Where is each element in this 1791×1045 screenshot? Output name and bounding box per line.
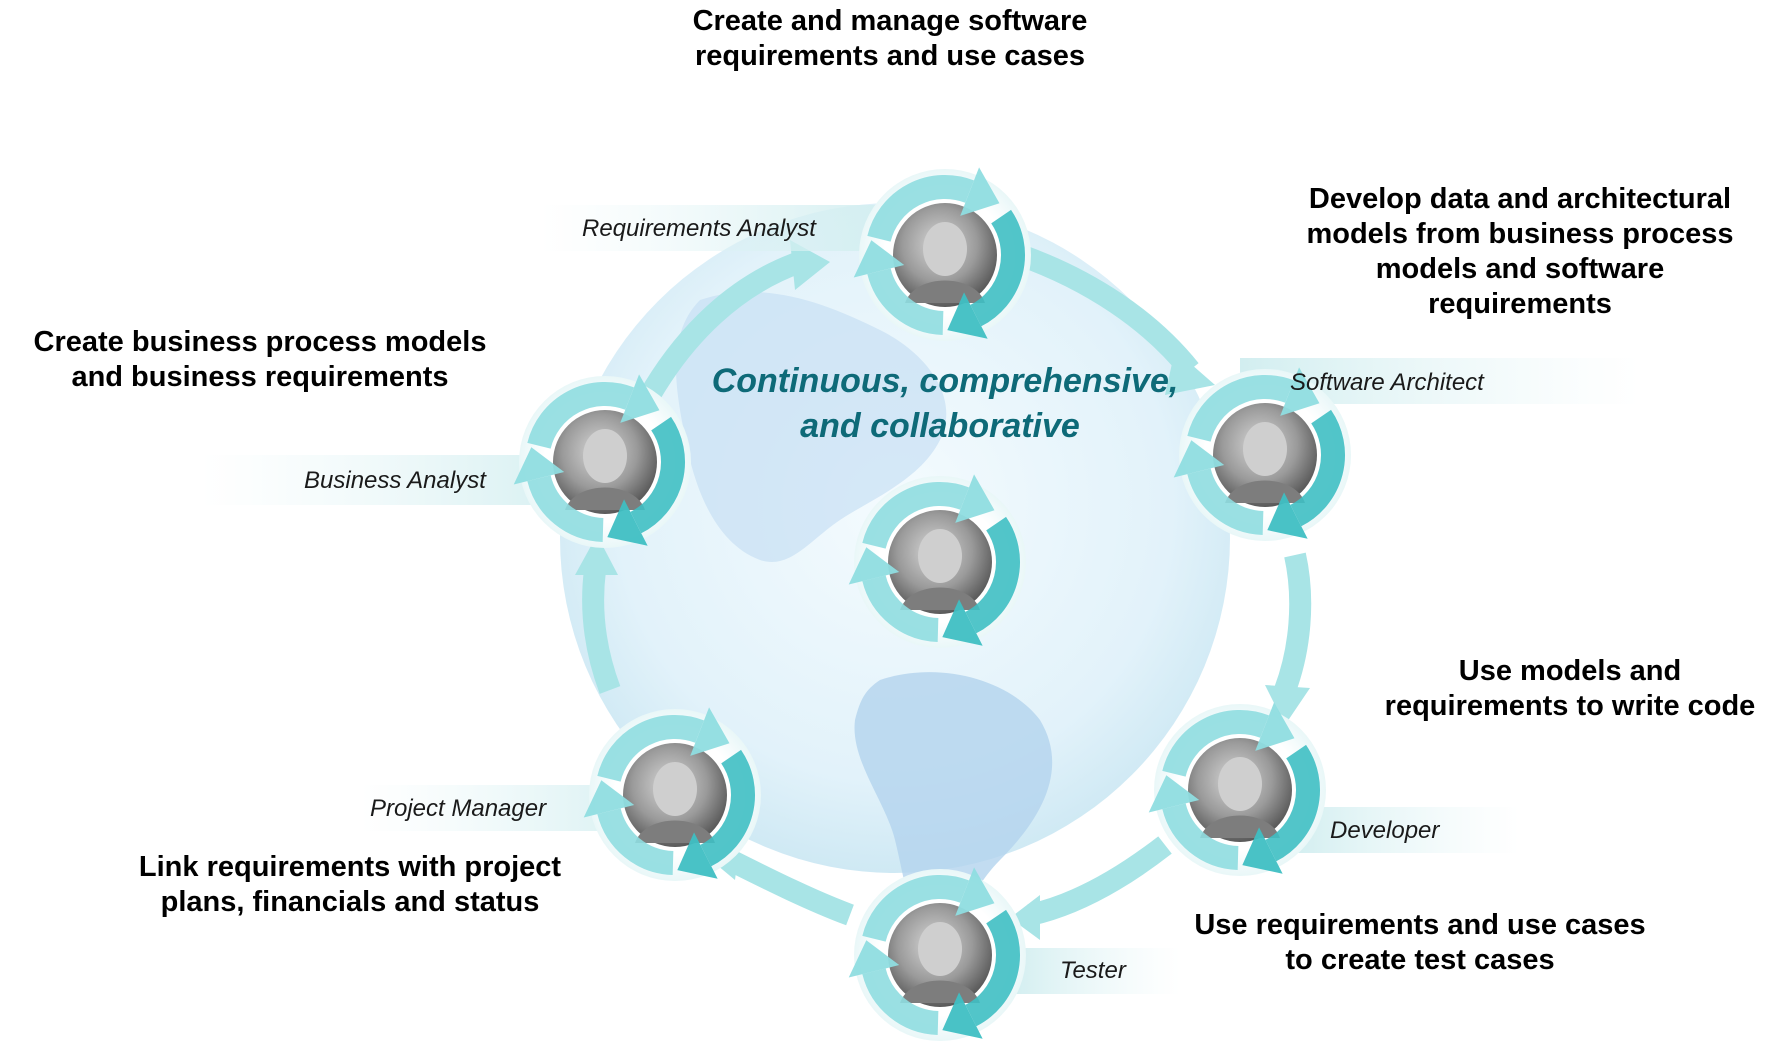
person-photo-icon xyxy=(1188,738,1292,842)
station-requirements-analyst xyxy=(853,167,1031,341)
cycle-arrows-icon xyxy=(848,867,1020,1039)
task-tester: Use requirements and use cases to create… xyxy=(1194,909,1646,976)
person-photo-icon xyxy=(553,410,657,514)
station-business-analyst xyxy=(513,374,691,548)
task-developer: Use models and requirements to write cod… xyxy=(1384,655,1756,722)
cycle-arrows-icon xyxy=(848,474,1020,646)
task-business-analyst: Create business process models and busin… xyxy=(33,326,487,393)
south-america-shape xyxy=(854,672,1053,935)
role-requirements-analyst: Requirements Analyst xyxy=(582,215,817,242)
ring-arrow-ba-to-ra xyxy=(640,251,804,401)
role-developer: Developer xyxy=(1330,817,1440,844)
cycle-arrows-icon xyxy=(513,374,685,546)
cycle-arrows-icon xyxy=(853,167,1025,339)
station-developer xyxy=(1148,702,1326,876)
role-project-manager: Project Manager xyxy=(370,795,547,822)
station-tester xyxy=(848,867,1026,1041)
ring-arrowheads xyxy=(575,240,1310,940)
role-business-analyst: Business Analyst xyxy=(304,467,487,494)
task-project-manager: Link requirements with project plans, fi… xyxy=(138,851,562,918)
role-labels: Requirements Analyst Software Architect … xyxy=(304,215,1485,984)
center-text-line1: Continuous, comprehensive, xyxy=(712,362,1179,400)
ring-arrow-ra-to-sa xyxy=(1016,244,1199,377)
center-text-line2: and collaborative xyxy=(800,407,1080,445)
ring-arrow-sa-to-dev xyxy=(1274,552,1312,694)
band-requirements-analyst xyxy=(540,205,900,251)
role-software-architect: Software Architect xyxy=(1290,369,1485,396)
band-tester xyxy=(1010,948,1180,994)
task-software-architect: Develop data and architectural models fr… xyxy=(1306,183,1734,320)
cycle-ring-arrows xyxy=(582,244,1312,926)
cycle-arrows-icon xyxy=(1148,702,1320,874)
person-photo-icon xyxy=(888,903,992,1007)
person-photo-icon xyxy=(893,203,997,307)
role-tester: Tester xyxy=(1060,957,1127,984)
cycle-arrows-icon xyxy=(1173,367,1345,539)
person-photo-icon xyxy=(888,510,992,614)
ring-arrow-tester-to-pm xyxy=(725,850,854,926)
station-center-person xyxy=(848,474,1026,648)
north-america-shape xyxy=(676,291,947,562)
station-project-manager xyxy=(583,707,761,881)
center-caption: Continuous, comprehensive, and collabora… xyxy=(712,362,1179,445)
person-photo-icon xyxy=(623,743,727,847)
cycle-arrows-icon xyxy=(583,707,755,879)
person-photo-icon xyxy=(1213,403,1317,507)
ring-arrow-dev-to-tester xyxy=(1027,836,1172,926)
task-requirements-analyst: Create and manage software requirements … xyxy=(692,5,1088,72)
ring-arrow-pm-to-ba xyxy=(582,568,621,694)
band-developer xyxy=(1290,807,1520,853)
station-software-architect xyxy=(1173,367,1351,541)
